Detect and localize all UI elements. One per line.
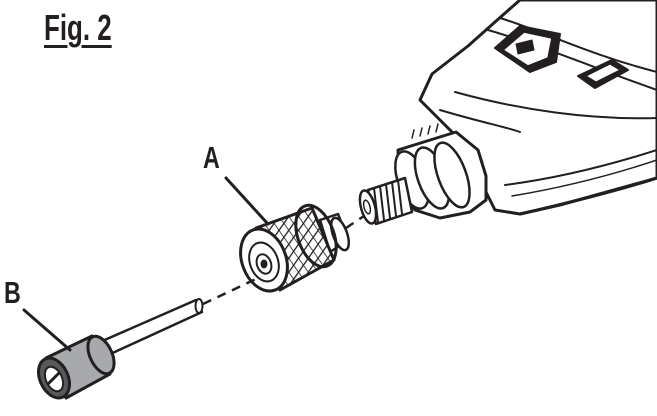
collet-nut — [239, 203, 351, 293]
figure-title: Fig. 2 — [44, 7, 112, 48]
callout-label-a: A — [203, 140, 220, 175]
power-switch — [494, 25, 561, 73]
leader-lines — [22, 176, 270, 352]
speed-button — [577, 59, 629, 89]
threaded-spindle — [358, 176, 414, 226]
callout-label-b: B — [4, 275, 21, 310]
leader-line-b — [22, 308, 72, 352]
rotary-tool-body — [358, 0, 657, 226]
leader-line-a — [224, 176, 270, 226]
sanding-drum-bit — [37, 298, 204, 400]
alignment-lines — [202, 214, 365, 306]
